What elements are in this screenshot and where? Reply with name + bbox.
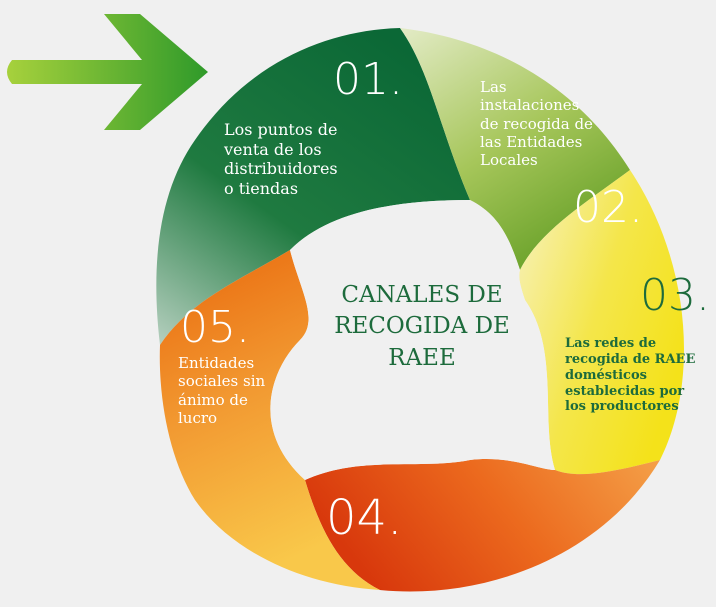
center-title: CANALES DE RECOGIDA DE RAEE bbox=[334, 282, 510, 371]
segment-04-shape bbox=[305, 458, 660, 592]
segment-02-shape bbox=[400, 28, 630, 270]
segment-02-number: 02. bbox=[573, 182, 643, 233]
segment-03-number: 03. bbox=[640, 270, 710, 321]
segment-04-number: 04. bbox=[326, 490, 403, 546]
segment-01-shape bbox=[156, 28, 470, 345]
center-star bbox=[270, 200, 555, 480]
segment-03-shape bbox=[519, 170, 684, 475]
segment-03-text: Las redes de recogida de RAEE domésticos… bbox=[565, 336, 696, 415]
segment-05-number: 05. bbox=[180, 302, 250, 353]
segment-01-text: Los puntos de venta de los distribuidore… bbox=[224, 120, 338, 198]
segment-01-number: 01. bbox=[333, 54, 403, 105]
segment-05-text: Entidades sociales sin ánimo de lucro bbox=[178, 354, 266, 427]
segment-02-text: Las instalaciones de recogida de las Ent… bbox=[480, 78, 593, 170]
segment-05-shape bbox=[159, 250, 380, 590]
right-arrow-icon bbox=[7, 14, 208, 130]
